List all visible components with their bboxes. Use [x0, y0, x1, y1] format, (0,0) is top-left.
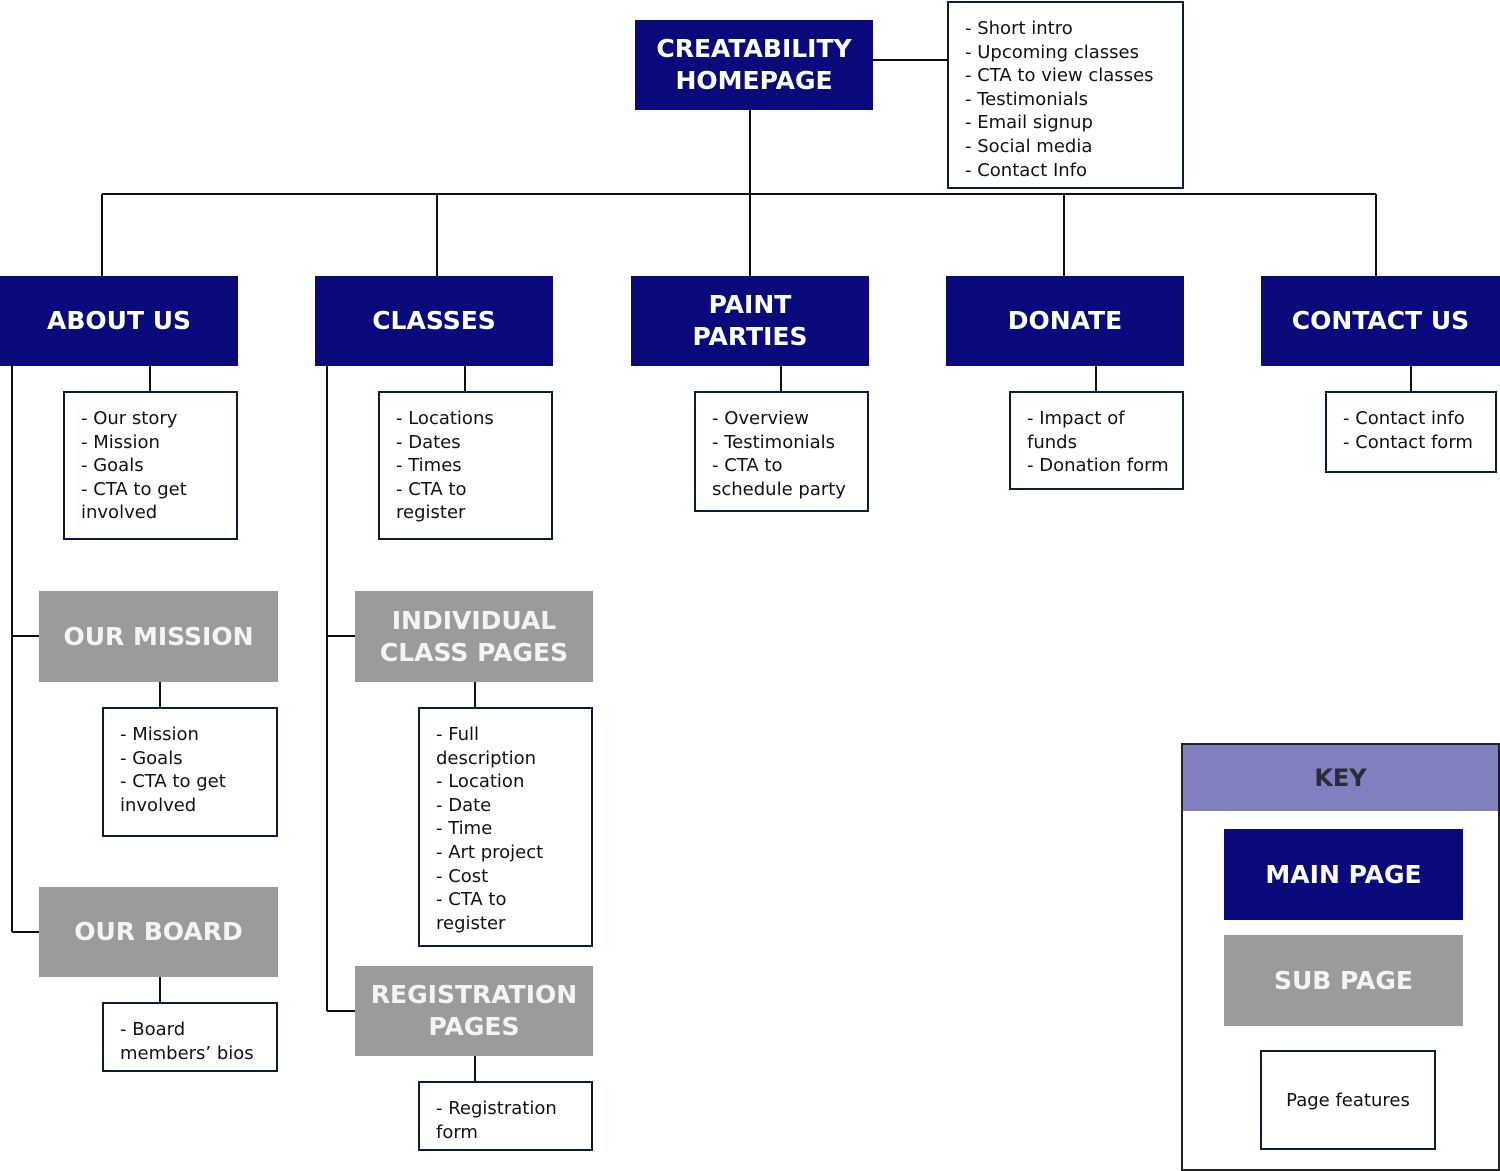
- donate-node: DONATE: [946, 276, 1184, 366]
- paint-parties-features: - Overview - Testimonials - CTA to sched…: [694, 391, 869, 512]
- feature-item: - Mission: [81, 431, 160, 453]
- feature-item: - CTA to get involved: [81, 478, 187, 524]
- feature-item: - Contact Info: [965, 159, 1088, 181]
- registration-pages-node: REGISTRATION PAGES: [355, 966, 593, 1056]
- key-main-page-swatch: MAIN PAGE: [1224, 829, 1463, 920]
- feature-item: - Donation form: [1027, 455, 1169, 477]
- our-mission-node: OUR MISSION: [39, 591, 278, 682]
- feature-item: - CTA to register: [436, 889, 507, 934]
- legend-key: KEY MAIN PAGE SUB PAGE Page features: [1181, 743, 1500, 1171]
- feature-item: - Testimonials: [965, 88, 1089, 110]
- feature-item: - Short intro: [965, 18, 1073, 39]
- feature-item: - Testimonials: [712, 431, 836, 453]
- our-board-features: - Board members’ bios: [102, 1002, 278, 1072]
- key-page-features-swatch: Page features: [1260, 1050, 1436, 1150]
- key-sub-page-swatch: SUB PAGE: [1224, 935, 1463, 1026]
- feature-item: - Impact of funds: [1027, 408, 1125, 453]
- feature-item: - Mission: [120, 724, 199, 745]
- contact-us-node: CONTACT US: [1261, 276, 1500, 366]
- registration-pages-features: - Registration form: [418, 1081, 593, 1151]
- feature-item: - Our story: [81, 408, 178, 429]
- individual-class-pages-features: - Full description - Location - Date - T…: [418, 707, 593, 947]
- feature-item: - Art project: [436, 841, 544, 863]
- classes-features: - Locations - Dates - Times - CTA to reg…: [378, 391, 553, 540]
- feature-item: - Email signup: [965, 112, 1093, 134]
- classes-node: CLASSES: [315, 276, 553, 366]
- key-title: KEY: [1183, 745, 1498, 811]
- feature-item: - Date: [436, 794, 492, 816]
- feature-item: - Contact info: [1343, 408, 1465, 429]
- feature-item: - Locations: [396, 408, 494, 429]
- feature-item: - Goals: [81, 455, 144, 477]
- donate-features: - Impact of funds - Donation form: [1009, 391, 1184, 490]
- feature-item: - Dates: [396, 431, 461, 453]
- feature-item: - Full description: [436, 724, 537, 769]
- feature-item: - Social media: [965, 135, 1093, 157]
- about-us-features: - Our story - Mission - Goals - CTA to g…: [63, 391, 238, 540]
- our-board-node: OUR BOARD: [39, 887, 278, 977]
- feature-item: - Goals: [120, 747, 183, 769]
- feature-item: - Registration form: [436, 1098, 557, 1143]
- feature-item: - Contact form: [1343, 431, 1473, 453]
- feature-item: - CTA to view classes: [965, 65, 1154, 87]
- individual-class-pages-node: INDIVIDUAL CLASS PAGES: [355, 591, 593, 682]
- feature-item: - Time: [436, 818, 493, 840]
- feature-item: - CTA to get involved: [120, 771, 226, 816]
- feature-item: - Overview: [712, 408, 809, 429]
- feature-item: - Times: [396, 455, 462, 477]
- paint-parties-node: PAINT PARTIES: [631, 276, 869, 366]
- feature-item: - Upcoming classes: [965, 41, 1139, 63]
- feature-item: - Cost: [436, 865, 489, 887]
- feature-item: - Board members’ bios: [120, 1019, 254, 1064]
- homepage-features: - Short intro - Upcoming classes - CTA t…: [947, 1, 1184, 189]
- contact-us-features: - Contact info - Contact form: [1325, 391, 1497, 473]
- feature-item: - CTA to register: [396, 478, 467, 524]
- our-mission-features: - Mission - Goals - CTA to get involved: [102, 707, 278, 837]
- feature-item: - CTA to schedule party: [712, 455, 846, 500]
- feature-item: - Location: [436, 771, 525, 793]
- homepage-node: CREATABILITY HOMEPAGE: [635, 20, 873, 110]
- about-us-node: ABOUT US: [0, 276, 238, 366]
